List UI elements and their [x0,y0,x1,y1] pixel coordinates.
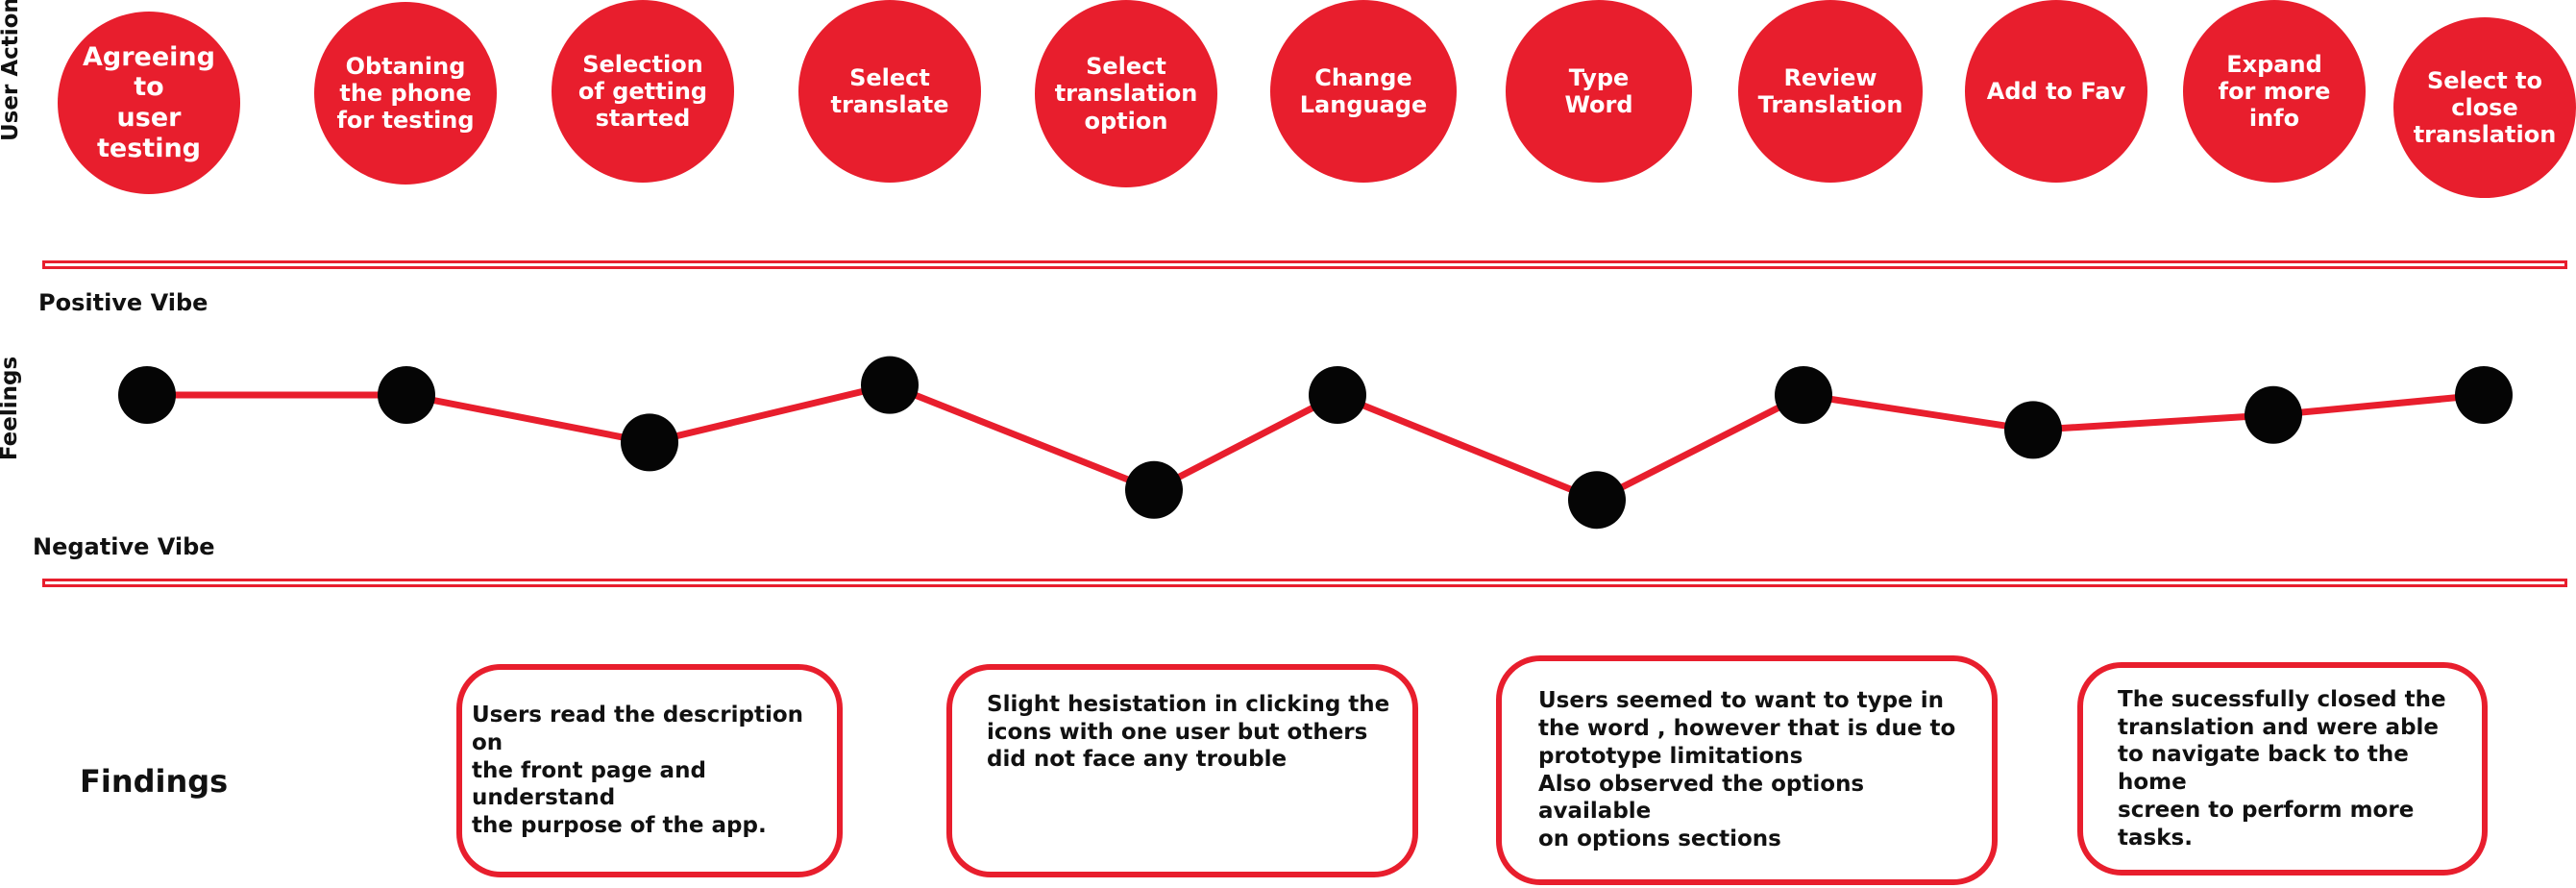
action-circle-1: Agreeing to user testing [58,12,240,194]
action-circle-5: Select translation option [1035,0,1217,187]
action-label-10: Expand for more info [2218,50,2331,133]
finding-box-2: Slight hesistation in clicking the icons… [946,664,1418,877]
curve-segment-4 [886,382,1158,494]
action-label-4: Select translate [830,63,949,118]
action-circle-9: Add to Fav [1965,0,2147,183]
curve-segment-3 [646,382,894,446]
feelings-bottom-band [42,579,2567,587]
feeling-point-7 [1568,471,1626,530]
curve-segment-5 [1150,391,1341,494]
curve-points [118,356,2513,530]
positive-vibe-label: Positive Vibe [38,289,209,316]
finding-text-3: Users seemed to want to type in the word… [1538,688,1956,851]
action-circle-3: Selection of getting started [552,0,734,183]
action-circle-6: Change Language [1270,0,1457,183]
feeling-point-2 [378,366,435,424]
finding-text-1: Users read the description on the front … [472,703,804,839]
action-label-1: Agreeing to user testing [83,41,215,163]
finding-box-3: Users seemed to want to type in the word… [1496,655,1998,885]
curve-segment-6 [1334,391,1601,504]
feeling-point-4 [861,356,919,414]
action-label-8: Review Translation [1757,63,1903,118]
action-label-11: Select to close translation [2413,66,2557,149]
feeling-point-10 [2245,385,2302,444]
curve-segment-10 [2269,391,2488,419]
finding-box-4: The sucessfully closed the translation a… [2077,662,2488,876]
action-circle-8: Review Translation [1738,0,1923,183]
curve-lines [143,382,2488,504]
action-label-9: Add to Fav [1986,77,2126,105]
action-label-3: Selection of getting started [577,50,708,133]
feeling-point-11 [2455,366,2513,424]
finding-box-1: Users read the description on the front … [456,664,843,877]
feeling-point-9 [2004,401,2062,459]
curve-segment-7 [1593,391,1807,504]
action-label-6: Change Language [1299,63,1428,118]
curve-segment-8 [1800,391,2037,433]
findings-title: Findings [80,763,229,800]
feeling-point-1 [118,366,176,424]
feeling-point-8 [1775,366,1832,424]
action-circle-2: Obtaning the phone for testing [314,2,497,185]
finding-text-4: The sucessfully closed the translation a… [2118,686,2446,851]
feeling-point-5 [1125,460,1183,519]
action-circle-10: Expand for more info [2183,0,2366,183]
negative-vibe-label: Negative Vibe [33,533,215,560]
feelings-top-band [42,260,2567,269]
finding-text-2: Slight hesistation in clicking the icons… [987,691,1390,773]
feeling-point-6 [1309,366,1366,424]
curve-segment-9 [2029,411,2277,433]
curve-segment-2 [403,391,653,446]
action-label-2: Obtaning the phone for testing [336,52,475,135]
action-label-7: Type Word [1564,63,1633,118]
action-label-5: Select translation option [1054,53,1198,135]
action-circle-7: Type Word [1506,0,1692,183]
feeling-point-3 [621,413,678,472]
action-circle-4: Select translate [798,0,981,183]
action-circle-11: Select to close translation [2393,17,2576,198]
